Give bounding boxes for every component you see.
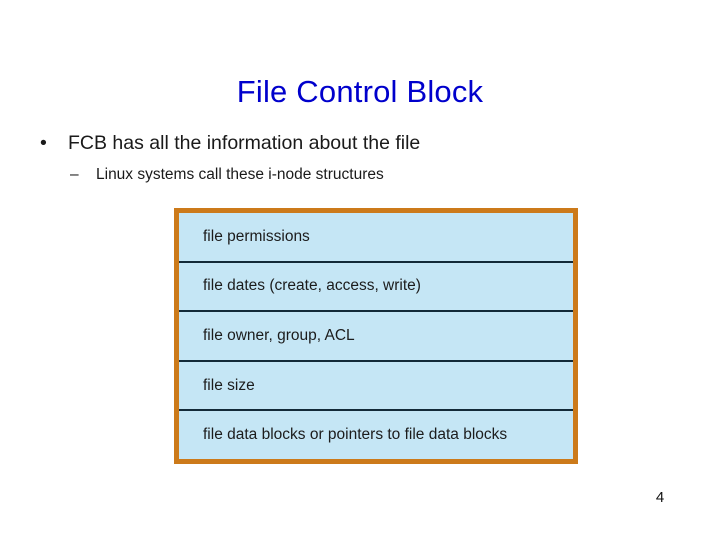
bullet-item-level2: – Linux systems call these i-node struct…	[0, 164, 720, 186]
page-number: 4	[655, 489, 665, 506]
table-row: file size	[179, 361, 573, 412]
fcb-field-file-permissions: file permissions	[203, 227, 310, 245]
dash-marker-icon: –	[70, 166, 79, 183]
fcb-field-file-owner-group-acl: file owner, group, ACL	[203, 326, 355, 344]
table-row: file dates (create, access, write)	[179, 262, 573, 313]
bullet-list: • FCB has all the information about the …	[0, 130, 720, 186]
bullet-item-level1: • FCB has all the information about the …	[0, 130, 720, 156]
diagram-row-group: file permissions file dates (create, acc…	[179, 213, 573, 459]
fcb-field-file-dates: file dates (create, access, write)	[203, 277, 421, 295]
table-row: file owner, group, ACL	[179, 312, 573, 362]
page-title: File Control Block	[236, 73, 484, 109]
file-control-block-diagram: file permissions file dates (create, acc…	[174, 208, 578, 464]
table-row: file permissions	[179, 213, 573, 263]
fcb-field-file-size: file size	[203, 376, 255, 394]
bullet-item-level2-label: Linux systems call these i-node structur…	[96, 166, 384, 183]
table-row: file data blocks or pointers to file dat…	[179, 411, 573, 459]
bullet-marker-icon: •	[40, 132, 47, 154]
fcb-field-file-data-blocks: file data blocks or pointers to file dat…	[203, 426, 508, 444]
bullet-item-level1-label: FCB has all the information about the fi…	[68, 132, 421, 154]
